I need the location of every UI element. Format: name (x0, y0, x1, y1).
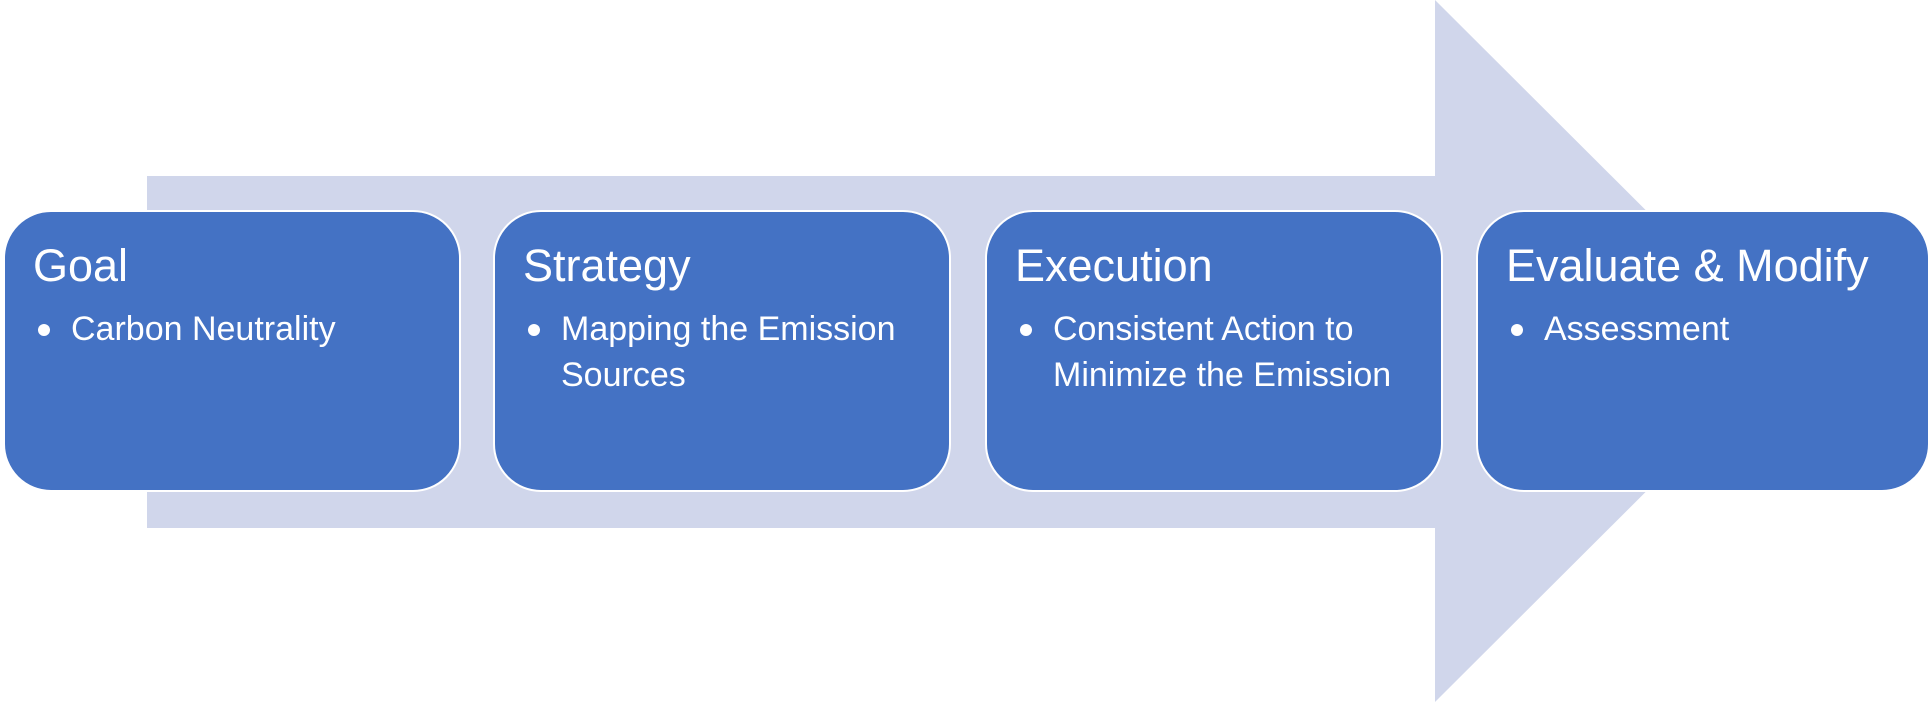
step-execution: Execution Consistent Action to Minimize … (985, 210, 1443, 492)
step-title: Goal (33, 240, 129, 291)
step-strategy: Strategy Mapping the Emission Sources (493, 210, 951, 492)
arrow-shape (147, 0, 1787, 702)
step-bullets: Consistent Action to Minimize the Emissi… (1015, 306, 1417, 398)
bullet-item: Consistent Action to Minimize the Emissi… (1015, 306, 1417, 398)
step-title: Strategy (523, 240, 691, 291)
step-bullets: Carbon Neutrality (33, 306, 435, 352)
step-title: Execution (1015, 240, 1213, 291)
step-evaluate-modify: Evaluate & Modify Assessment (1476, 210, 1930, 492)
step-goal: Goal Carbon Neutrality (3, 210, 461, 492)
step-title: Evaluate & Modify (1506, 240, 1869, 291)
bullet-item: Assessment (1506, 306, 1904, 352)
step-bullets: Mapping the Emission Sources (523, 306, 925, 398)
bullet-item: Carbon Neutrality (33, 306, 435, 352)
bullet-item: Mapping the Emission Sources (523, 306, 925, 398)
step-bullets: Assessment (1506, 306, 1904, 352)
